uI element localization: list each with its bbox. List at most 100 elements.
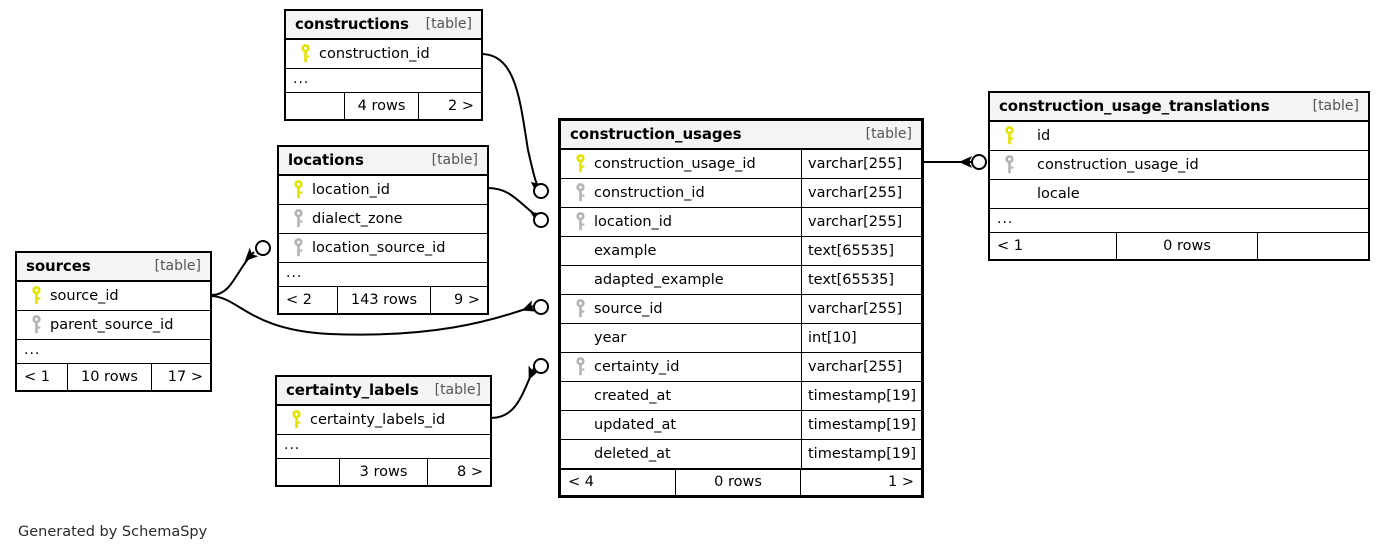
column-row[interactable]: source_id [17, 282, 210, 311]
footer-outgoing-count[interactable]: 8 > [457, 463, 483, 480]
column-type: text[65535] [801, 266, 921, 294]
column-row[interactable]: location_id [279, 176, 487, 205]
column-type: int[10] [801, 324, 921, 352]
column-row[interactable]: location_id varchar[255] [561, 208, 921, 237]
table-sources[interactable]: sources [table] source_id [15, 251, 212, 392]
table-construction-usage-translations[interactable]: construction_usage_translations [table] … [988, 91, 1370, 261]
footer-incoming-count[interactable]: < 2 [286, 291, 312, 308]
column-label: example [594, 242, 657, 259]
footer-row-count: 10 rows [67, 364, 152, 390]
column-label: location_id [312, 181, 391, 198]
table-certainty-labels[interactable]: certainty_labels [table] certainty_label… [275, 375, 492, 487]
foreign-key-icon [286, 209, 310, 228]
column-row[interactable]: construction_id [286, 40, 481, 69]
column-main: parent_source_id [17, 311, 210, 339]
footer-row-count: 4 rows [344, 93, 419, 119]
table-type-tag: [table] [425, 16, 472, 32]
column-type: varchar[255] [801, 295, 921, 323]
table-construction-usages[interactable]: construction_usages [table] construction… [558, 118, 924, 498]
footer-row-count: 0 rows [675, 470, 801, 495]
column-main: source_id [561, 295, 801, 323]
table-header: construction_usage_translations [table] [990, 93, 1368, 122]
footer-incoming-count[interactable] [277, 459, 339, 485]
table-title: certainty_labels [286, 381, 419, 399]
more-columns-indicator: ... [277, 435, 490, 459]
column-row[interactable]: example text[65535] [561, 237, 921, 266]
column-main: location_source_id [279, 234, 487, 262]
column-type: varchar[255] [801, 179, 921, 207]
column-type: varchar[255] [801, 208, 921, 236]
column-row[interactable]: id [990, 122, 1368, 151]
column-main: location_id [561, 208, 801, 236]
primary-key-icon [24, 286, 48, 305]
column-main: certainty_id [561, 353, 801, 381]
footer-outgoing-count[interactable]: 1 > [888, 474, 914, 490]
column-main: dialect_zone [279, 205, 487, 233]
column-main: updated_at [561, 411, 801, 439]
column-type: text[65535] [801, 237, 921, 265]
footer-incoming-count[interactable]: < 1 [24, 368, 50, 385]
table-constructions[interactable]: constructions [table] construction_id ..… [284, 9, 483, 121]
column-row[interactable]: construction_id varchar[255] [561, 179, 921, 208]
footer-incoming-count[interactable] [286, 93, 344, 119]
column-row[interactable]: dialect_zone [279, 205, 487, 234]
footer-row-count: 3 rows [339, 459, 428, 485]
column-row[interactable]: construction_usage_id [990, 151, 1368, 180]
column-main: example [561, 237, 801, 265]
table-title: construction_usage_translations [999, 97, 1270, 115]
column-main: id [990, 122, 1368, 150]
footer-incoming-count[interactable]: < 1 [997, 237, 1023, 254]
column-row[interactable]: adapted_example text[65535] [561, 266, 921, 295]
column-row[interactable]: updated_at timestamp[19] [561, 411, 921, 440]
table-type-tag: [table] [1312, 98, 1359, 114]
column-main: deleted_at [561, 440, 801, 468]
edge-sources-to-locations [211, 240, 271, 296]
column-main: source_id [17, 282, 210, 310]
table-title: locations [288, 151, 364, 169]
column-row[interactable]: created_at timestamp[19] [561, 382, 921, 411]
footer-row-count: 0 rows [1116, 233, 1258, 259]
footer-incoming-count[interactable]: < 4 [568, 474, 594, 490]
primary-key-icon [284, 410, 308, 429]
column-label: deleted_at [594, 445, 671, 462]
table-title: sources [26, 257, 91, 275]
foreign-key-icon [568, 357, 592, 376]
column-row[interactable]: certainty_labels_id [277, 406, 490, 435]
column-row[interactable]: certainty_id varchar[255] [561, 353, 921, 382]
column-label: location_id [594, 213, 673, 230]
footer-outgoing-count[interactable]: 17 > [167, 368, 203, 385]
column-row[interactable]: locale [990, 180, 1368, 209]
column-row[interactable]: year int[10] [561, 324, 921, 353]
table-footer: 3 rows 8 > [277, 459, 490, 485]
foreign-key-icon [286, 238, 310, 257]
table-type-tag: [table] [434, 382, 481, 398]
edge-constructions-to-construction-usages [480, 53, 549, 199]
column-label: id [1037, 127, 1051, 144]
footer-outgoing-count[interactable] [1258, 233, 1368, 259]
more-columns-indicator: ... [286, 69, 481, 93]
table-footer: < 1 10 rows 17 > [17, 364, 210, 390]
table-footer: < 1 0 rows [990, 233, 1368, 259]
column-row[interactable]: construction_usage_id varchar[255] [561, 150, 921, 179]
column-main: construction_id [286, 40, 481, 68]
column-row[interactable]: location_source_id [279, 234, 487, 263]
table-header: certainty_labels [table] [277, 377, 490, 406]
column-label: source_id [594, 300, 663, 317]
footer-outgoing-count[interactable]: 2 > [448, 97, 474, 114]
column-main: year [561, 324, 801, 352]
column-label: construction_usage_id [1037, 156, 1199, 173]
primary-key-icon [997, 126, 1021, 145]
column-row[interactable]: parent_source_id [17, 311, 210, 340]
column-row[interactable]: deleted_at timestamp[19] [561, 440, 921, 469]
column-main: construction_usage_id [990, 151, 1368, 179]
foreign-key-icon [568, 212, 592, 231]
footer-outgoing-count[interactable]: 9 > [454, 291, 480, 308]
column-row[interactable]: source_id varchar[255] [561, 295, 921, 324]
foreign-key-icon [568, 299, 592, 318]
table-locations[interactable]: locations [table] location_id [277, 145, 489, 315]
column-type: varchar[255] [801, 150, 921, 178]
table-header: constructions [table] [286, 11, 481, 40]
column-label: construction_usage_id [594, 155, 756, 172]
more-columns-indicator: ... [990, 209, 1368, 233]
